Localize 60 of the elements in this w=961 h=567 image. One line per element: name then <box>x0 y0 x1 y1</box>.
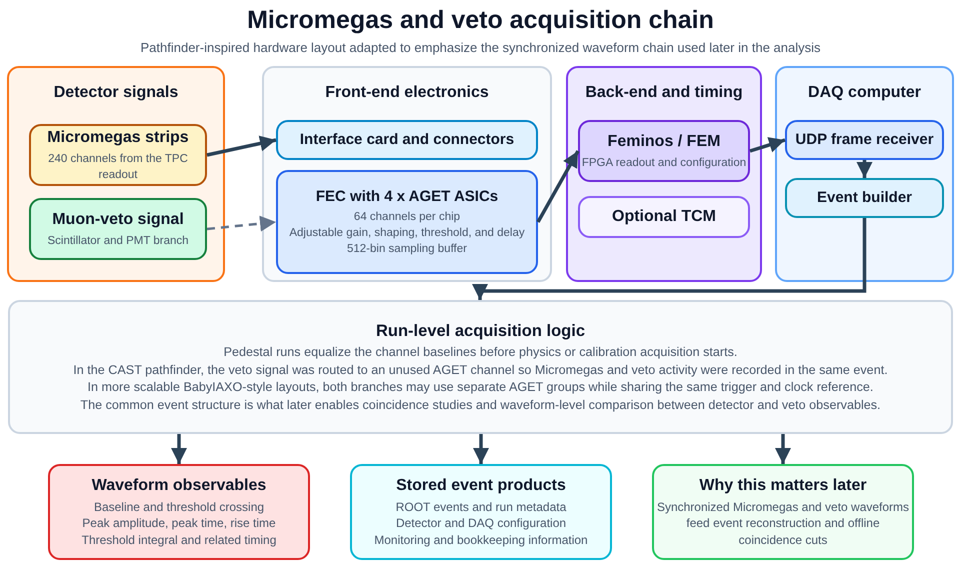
group-panel <box>7 66 225 282</box>
process-box <box>785 120 944 160</box>
box-heading: Micromegas strips <box>47 128 189 148</box>
box-description: Synchronized Micromegas and veto waveforms feed event reconstruction and offline coincidence cuts <box>656 498 910 549</box>
box-description: Scintillator and PMT branch <box>47 234 189 249</box>
arrow <box>171 434 187 464</box>
box-description: Detector and DAQ configuration <box>396 515 566 532</box>
arrow <box>856 160 872 178</box>
process-box <box>29 198 207 260</box>
box-heading: UDP frame receiver <box>795 130 934 150</box>
diagram-title: Micromegas and veto acquisition chain <box>246 6 715 35</box>
process-box <box>276 120 538 160</box>
group-panel <box>775 66 954 282</box>
box-description: 64 channels per chip <box>354 210 460 225</box>
group-panel <box>566 66 762 282</box>
group-panel <box>262 66 552 282</box>
box-description: Threshold integral and related timing <box>82 532 276 549</box>
arrow <box>536 150 580 223</box>
process-box <box>276 170 538 274</box>
process-box <box>8 300 953 434</box>
box-description: FPGA readout and configuration <box>582 156 746 171</box>
arrow <box>206 216 276 232</box>
box-heading: FEC with 4 x AGET ASICs <box>316 186 498 207</box>
arrow <box>775 434 791 464</box>
box-heading: Stored event products <box>396 476 566 496</box>
box-description: Adjustable gain, shaping, threshold, and delay <box>289 226 525 242</box>
box-description: Peak amplitude, peak time, rise time <box>82 515 276 532</box>
box-description: Pedestal runs equalize the channel baselines before physics or calibration acquisition starts. <box>224 344 738 361</box>
arrow <box>749 137 786 153</box>
process-box <box>652 464 914 560</box>
arrow <box>473 434 489 464</box>
box-heading: Event builder <box>816 188 912 208</box>
arrow <box>206 136 276 157</box>
box-heading: Why this matters later <box>699 476 867 496</box>
process-box <box>578 120 750 182</box>
process-box <box>350 464 612 560</box>
box-heading: Front-end electronics <box>324 83 490 103</box>
process-box <box>785 178 944 218</box>
box-heading: Run-level acquisition logic <box>376 320 586 342</box>
box-description: 512-bin sampling buffer <box>347 242 467 258</box>
arrow <box>472 218 866 300</box>
box-description: In the CAST pathfinder, the veto signal was routed to an unused AGET channel so Micromegas and veto activity were recorded in the same event. <box>73 362 888 379</box>
box-heading: Feminos / FEM <box>608 132 720 152</box>
box-heading: DAQ computer <box>807 83 922 103</box>
box-description: In more scalable BabyIAXO-style layouts, both branches may use separate AGET groups while sharing the same trigger and clock reference. <box>88 379 874 396</box>
process-box <box>578 196 750 238</box>
box-description: The common event structure is what later enables coincidence studies and waveform-level comparison between detector and veto observables. <box>80 396 881 414</box>
box-description: Monitoring and bookkeeping information <box>374 532 588 549</box>
process-box <box>48 464 310 560</box>
box-heading: Waveform observables <box>92 476 266 496</box>
box-description: Baseline and threshold crossing <box>94 498 264 516</box>
box-heading: Back-end and timing <box>584 83 744 103</box>
box-heading: Optional TCM <box>612 207 716 228</box>
box-heading: Detector signals <box>52 83 180 103</box>
process-box <box>29 124 207 186</box>
box-description: ROOT events and run metadata <box>396 498 566 516</box>
box-description: 240 channels from the TPC readout <box>47 152 189 183</box>
box-heading: Muon-veto signal <box>52 210 184 230</box>
box-heading: Interface card and connectors <box>300 130 514 150</box>
diagram-subtitle: Pathfinder-inspired hardware layout adapted to emphasize the synchronized waveform chain used later in the analysis <box>140 40 822 55</box>
